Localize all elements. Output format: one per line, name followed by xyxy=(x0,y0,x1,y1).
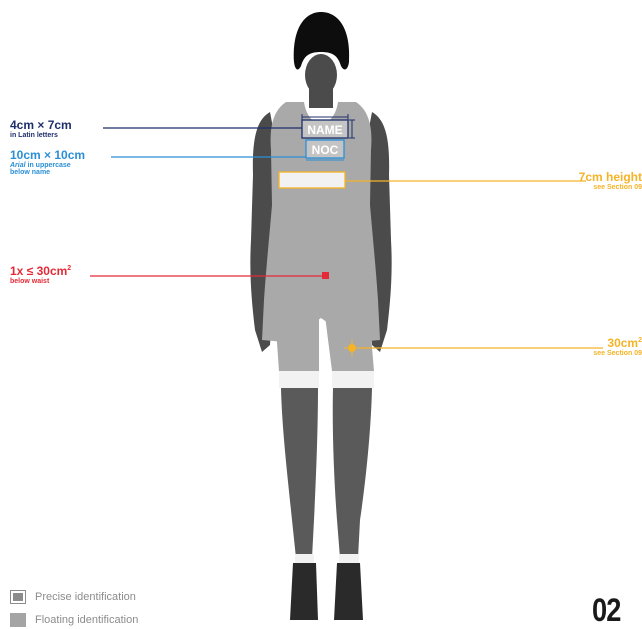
legend-label-precise: Precise identification xyxy=(35,591,136,603)
noc-size-annotation: 10cm × 10cm Arial in uppercase below nam… xyxy=(10,149,85,176)
outlined-square-icon xyxy=(10,590,26,604)
legend-item-floating: Floating identification xyxy=(10,613,138,627)
left-lower-leg xyxy=(281,388,318,558)
shorts-right xyxy=(323,300,374,371)
noc-size-note-rest: in uppercase xyxy=(28,162,71,169)
right-sock xyxy=(339,554,359,564)
legend-label-floating: Floating identification xyxy=(35,614,138,626)
solid-square-icon xyxy=(10,613,26,627)
noc-size-title: 10cm × 10cm xyxy=(10,149,85,162)
chest-band xyxy=(279,172,345,188)
leg-logo-annotation: 30cm2 see Section 09 xyxy=(570,337,642,357)
shorts-left xyxy=(274,300,319,371)
noc-patch-text: NOC xyxy=(312,143,339,157)
waist-logo-note: below waist xyxy=(10,278,71,285)
name-patch-text: NAME xyxy=(307,123,342,137)
name-size-annotation: 4cm × 7cm in Latin letters xyxy=(10,119,72,139)
left-sock xyxy=(295,554,314,564)
face xyxy=(305,54,337,96)
waist-logo-title-sup: 2 xyxy=(67,265,71,272)
band-height-note: see Section 09 xyxy=(560,184,642,191)
left-cuff xyxy=(279,370,319,388)
band-height-annotation: 7cm height see Section 09 xyxy=(560,171,642,191)
waist-logo-title: 1x ≤ 30cm xyxy=(10,264,67,278)
page-number: 02 xyxy=(592,592,621,629)
legend-item-precise: Precise identification xyxy=(10,590,136,604)
noc-size-note-line2: below name xyxy=(10,169,85,176)
waist-logo-marker xyxy=(322,272,329,279)
leg-logo-note: see Section 09 xyxy=(570,350,642,357)
noc-size-note-font: Arial xyxy=(10,162,26,169)
name-size-title: 4cm × 7cm xyxy=(10,119,72,132)
leg-logo-title: 30cm xyxy=(607,337,638,350)
leg-logo-title-sup: 2 xyxy=(638,337,642,344)
right-shoe xyxy=(334,563,363,620)
waist-logo-annotation: 1x ≤ 30cm2 below waist xyxy=(10,265,71,285)
right-lower-leg xyxy=(333,388,372,558)
right-cuff xyxy=(332,370,374,388)
left-shoe xyxy=(290,563,318,620)
band-height-title: 7cm height xyxy=(560,171,642,184)
name-size-note: in Latin letters xyxy=(10,132,72,139)
